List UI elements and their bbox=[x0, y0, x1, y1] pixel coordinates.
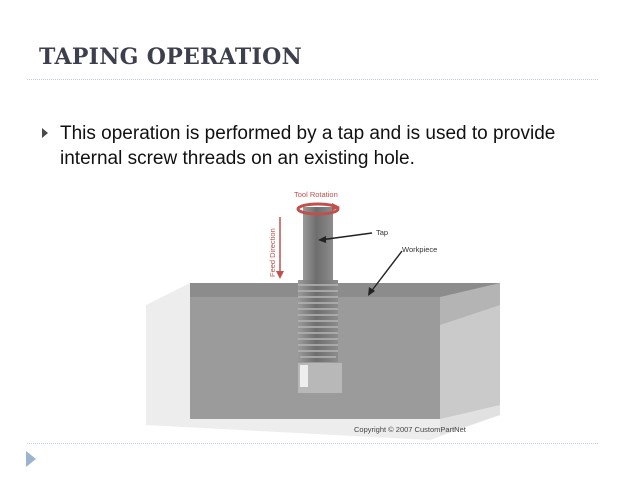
slide-title: TAPING OPERATION bbox=[39, 44, 302, 70]
copyright-text: Copyright © 2007 CustomPartNet bbox=[354, 425, 466, 434]
footer-arrow-icon bbox=[26, 451, 36, 467]
tool-rotation-label: Tool Rotation bbox=[294, 190, 338, 199]
title-divider bbox=[27, 79, 598, 80]
bullet-text: This operation is performed by a tap and… bbox=[60, 123, 556, 169]
workpiece-top bbox=[190, 283, 500, 297]
tap-shank bbox=[303, 207, 333, 285]
tap-pointer bbox=[319, 232, 373, 241]
tap-threads bbox=[298, 280, 338, 362]
footer-divider bbox=[27, 443, 598, 444]
tapping-diagram: Tool Rotation Feed Direction Tap Workpie… bbox=[140, 185, 520, 445]
tapping-illustration bbox=[146, 202, 500, 440]
rotation-arrow-icon bbox=[296, 202, 340, 216]
tap-label: Tap bbox=[376, 228, 389, 237]
bullet-arrow-icon bbox=[42, 128, 48, 138]
feed-direction-label: Feed Direction bbox=[268, 228, 277, 277]
workpiece-pointer bbox=[369, 250, 403, 294]
workpiece-label: Workpiece bbox=[402, 245, 438, 254]
